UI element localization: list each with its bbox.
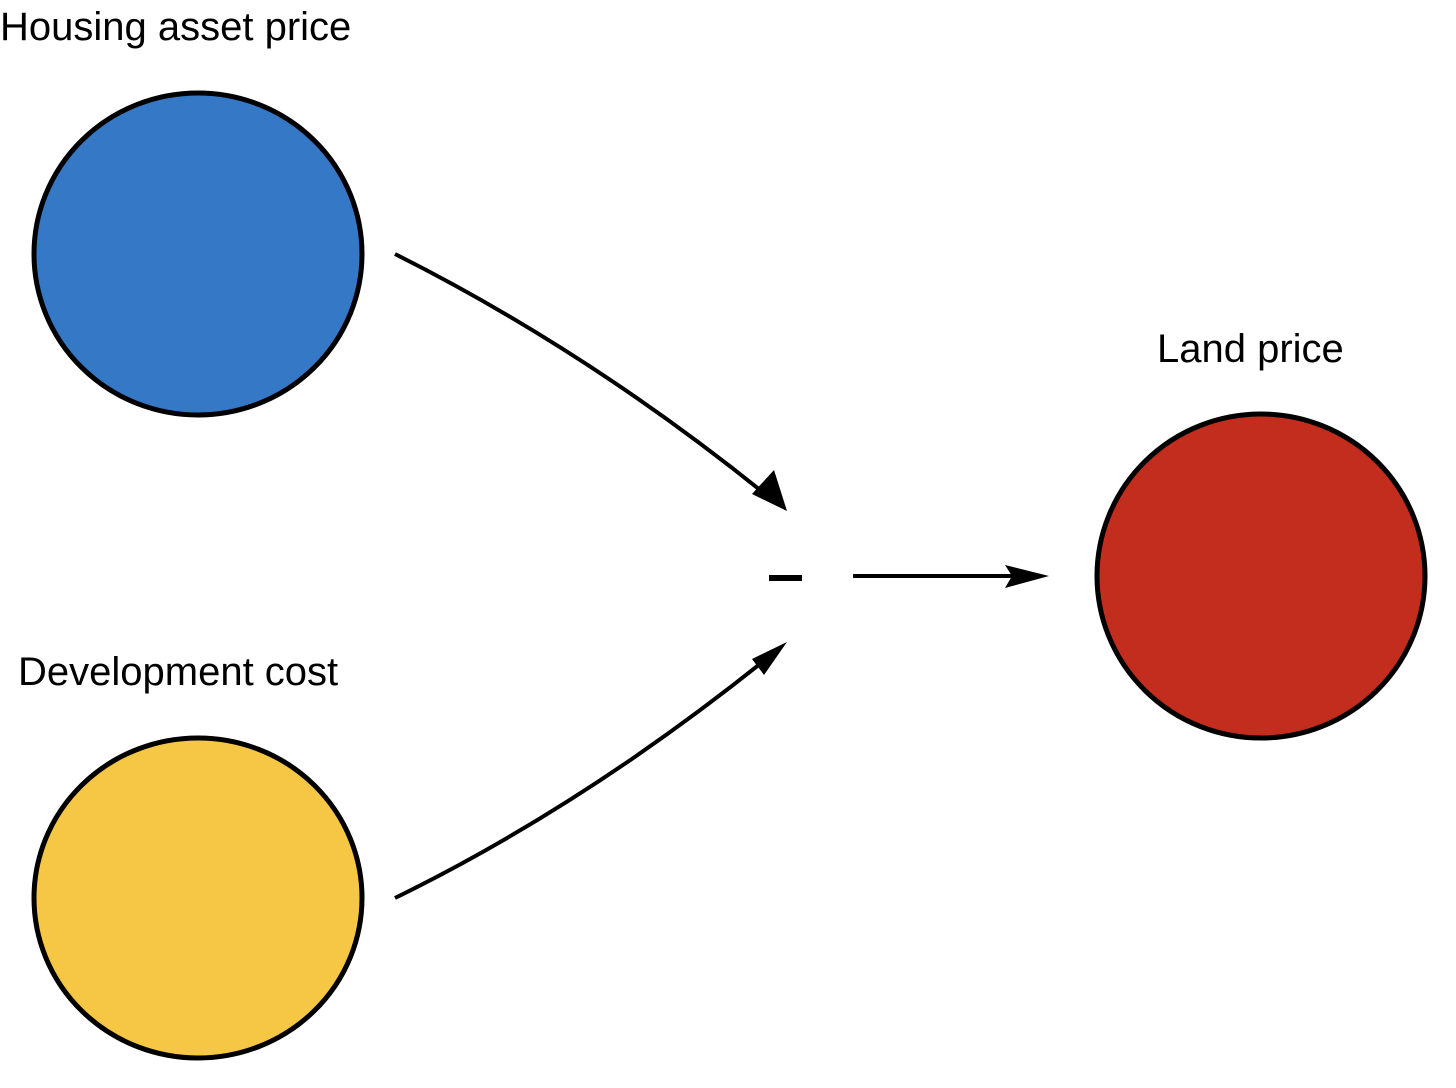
- edge-development-to-operator-line: [394, 654, 772, 900]
- housing-asset-price-label: Housing asset price: [0, 5, 351, 49]
- node-land-price: Land price: [1094, 327, 1428, 741]
- minus-sign-icon: [769, 575, 802, 581]
- arrowhead-icon: [1005, 565, 1049, 588]
- land-price-circle: [1094, 411, 1428, 741]
- edge-operator-to-land-price: [853, 565, 1049, 588]
- node-housing-asset-price: Housing asset price: [0, 5, 365, 418]
- edge-development-to-operator: [394, 642, 787, 900]
- edge-housing-to-operator: [394, 252, 787, 511]
- development-cost-label: Development cost: [18, 650, 338, 694]
- node-development-cost: Development cost: [18, 650, 365, 1061]
- edge-housing-to-operator-line: [394, 252, 772, 500]
- arrowhead-icon: [752, 470, 787, 511]
- housing-asset-price-circle: [31, 90, 365, 418]
- arrowhead-icon: [752, 642, 787, 675]
- development-cost-circle: [31, 735, 365, 1061]
- land-price-label: Land price: [1157, 327, 1344, 371]
- operator-node: –: [769, 575, 802, 581]
